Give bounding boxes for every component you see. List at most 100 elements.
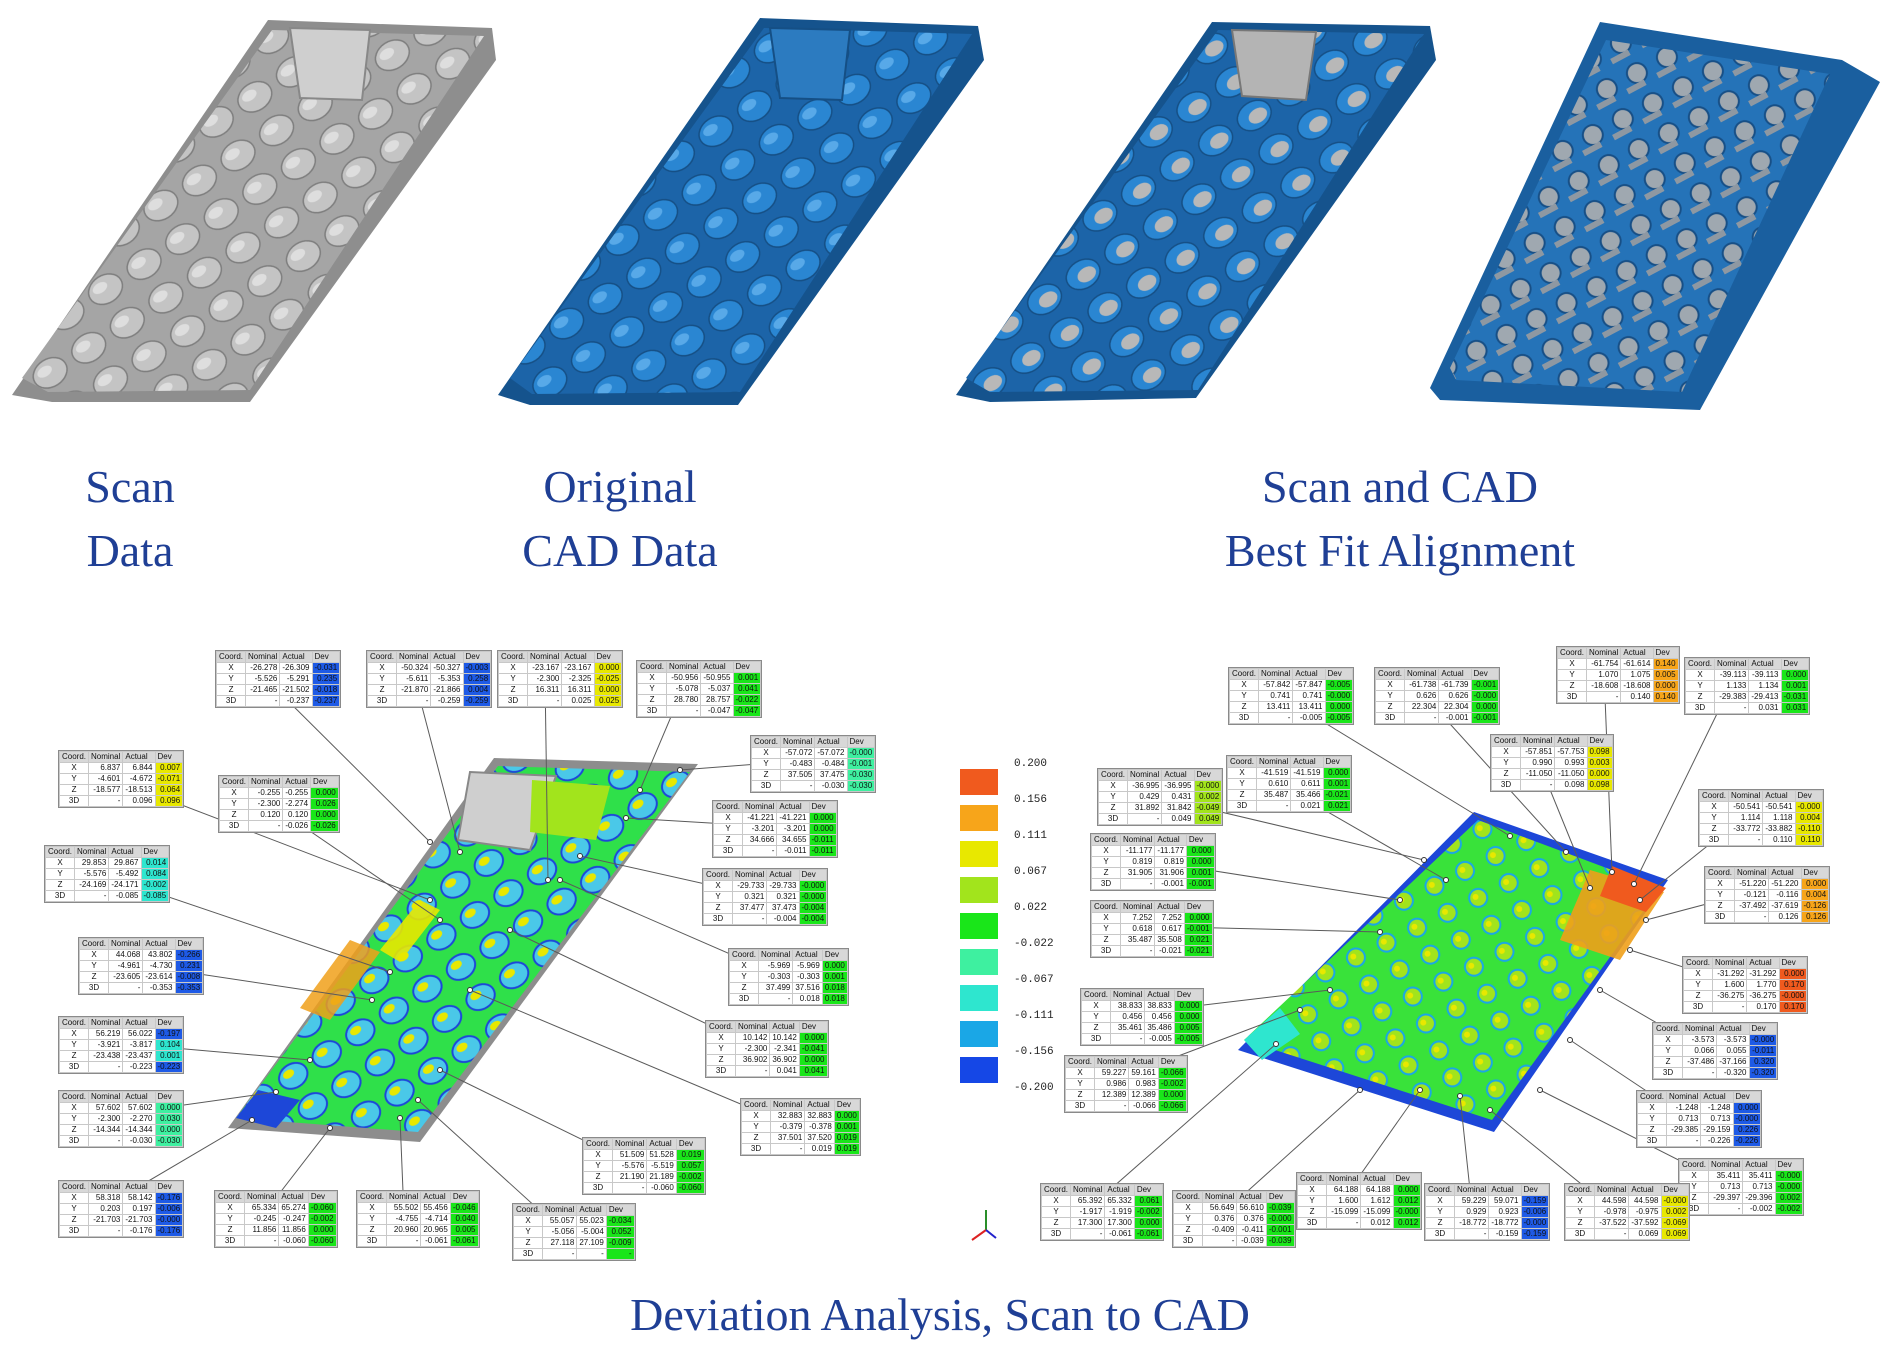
left-probe-point — [427, 839, 433, 845]
coord-axis-cell: Z — [750, 769, 782, 781]
table-header-cell: Actual — [1488, 1184, 1522, 1196]
value-cell: 11.856 — [278, 1224, 309, 1236]
table-header-cell: Actual — [646, 1138, 677, 1150]
dev-cell: 0.021 — [1322, 800, 1352, 812]
value-cell: 0.098 — [1554, 779, 1588, 791]
table-row: 3D--0.026-0.026 — [218, 820, 339, 832]
value-cell: - — [576, 1248, 607, 1260]
table-header-cell: Nominal — [735, 1021, 771, 1033]
table-row: 3D--0.030-0.030 — [750, 780, 876, 792]
table-header-cell: Actual — [1438, 668, 1472, 680]
table-header-cell: Nominal — [1120, 834, 1156, 846]
dev-cell: -0.021 — [1183, 945, 1213, 957]
dev-cell: -0.000 — [1324, 690, 1354, 702]
coord-axis-cell: Z — [497, 684, 529, 696]
table-header-cell: Nominal — [1326, 1173, 1362, 1185]
dev-cell: -0.005 — [1173, 1033, 1203, 1045]
left-probe-point — [415, 1097, 421, 1103]
table-header-cell: Nominal — [88, 1017, 124, 1029]
coord-axis-cell: X — [750, 747, 782, 759]
coord-axis-cell: X — [1226, 767, 1258, 779]
dev-cell: 0.000 — [1157, 1089, 1187, 1101]
value-cell: 7.252 — [1120, 912, 1156, 924]
coord-axis-cell: 3D — [58, 1061, 90, 1073]
table-header-cell: Nominal — [1258, 668, 1294, 680]
dev-cell: 0.000 — [307, 1224, 337, 1236]
value-cell: 44.598 — [1628, 1195, 1662, 1207]
table-header-cell: Dev — [821, 949, 848, 961]
coord-axis-cell: Y — [58, 1113, 90, 1125]
table-header-cell: Nominal — [1728, 790, 1764, 802]
value-cell: -29.733 — [732, 880, 768, 892]
value-cell: 56.022 — [122, 1028, 156, 1040]
coord-axis-cell: 3D — [740, 1143, 772, 1155]
dev-cell: 0.041 — [798, 1065, 828, 1077]
table-header-cell: Dev — [1732, 1091, 1762, 1103]
table-header-cell: Nominal — [1110, 989, 1146, 1001]
coord-axis-cell: Y — [1698, 812, 1730, 824]
value-cell: - — [1454, 1228, 1490, 1240]
table-header-cell: Dev — [1774, 1159, 1804, 1171]
value-cell: 0.626 — [1404, 690, 1440, 702]
table-header-cell: Nominal — [542, 1204, 578, 1216]
table-header-cell: Coord. — [1564, 1184, 1596, 1196]
value-cell: 0.321 — [732, 891, 768, 903]
value-cell: - — [88, 1061, 124, 1073]
coord-axis-cell: 3D — [1064, 1100, 1096, 1112]
value-cell: -0.004 — [766, 913, 800, 925]
dev-cell: -0.000 — [1732, 1113, 1762, 1125]
legend-tick-label: 0.200 — [1014, 758, 1048, 770]
coord-axis-cell: 3D — [1490, 779, 1522, 791]
table-header-cell: Dev — [1173, 989, 1203, 1001]
right-probe-point — [1273, 1041, 1279, 1047]
value-cell: - — [74, 890, 110, 902]
caption-cad-line1: Original — [543, 461, 697, 512]
table-header-cell: Coord. — [1556, 647, 1588, 659]
value-cell: -18.772 — [1488, 1217, 1522, 1229]
value-cell: 0.140 — [1620, 691, 1654, 703]
right-probe-point — [1421, 857, 1427, 863]
value-cell: -57.072 — [780, 747, 816, 759]
table-header-cell: Dev — [833, 1099, 860, 1111]
table-header-cell: Nominal — [527, 651, 563, 663]
coord-axis-cell: Z — [1652, 1056, 1684, 1068]
value-cell: -14.344 — [122, 1124, 156, 1136]
value-cell: 28.757 — [700, 694, 734, 706]
value-cell: 10.142 — [735, 1032, 771, 1044]
coord-axis-cell: Z — [1172, 1224, 1204, 1236]
value-cell: -15.099 — [1360, 1206, 1394, 1218]
legend-tick-label: 0.022 — [1014, 902, 1048, 914]
table-header-cell: Coord. — [497, 651, 529, 663]
value-cell: 35.486 — [1144, 1022, 1175, 1034]
table-row: 3D--0.176-0.176 — [58, 1225, 184, 1237]
dev-cell: 0.004 — [1800, 889, 1830, 901]
value-cell: - — [1728, 834, 1764, 846]
dev-cell: -0.041 — [798, 1043, 828, 1055]
coord-axis-cell: Y — [582, 1160, 614, 1172]
left-probe-point — [623, 815, 629, 821]
coord-axis-cell: Z — [1296, 1206, 1328, 1218]
table-header-cell: Nominal — [612, 1138, 648, 1150]
table-header-cell: Actual — [1236, 1191, 1267, 1203]
table-row: X-50.541-50.541-0.000 — [1698, 801, 1824, 813]
coord-axis-cell: Z — [1090, 867, 1122, 879]
dev-cell: -0.000 — [1520, 1217, 1550, 1229]
table-row: 3D--0.047-0.047 — [636, 705, 762, 717]
table-header-cell: Actual — [122, 1181, 156, 1193]
table-header-cell: Dev — [1322, 756, 1352, 768]
value-cell: 0.055 — [1716, 1045, 1750, 1057]
table-row: Z-37.492-37.619-0.126 — [1704, 900, 1830, 912]
